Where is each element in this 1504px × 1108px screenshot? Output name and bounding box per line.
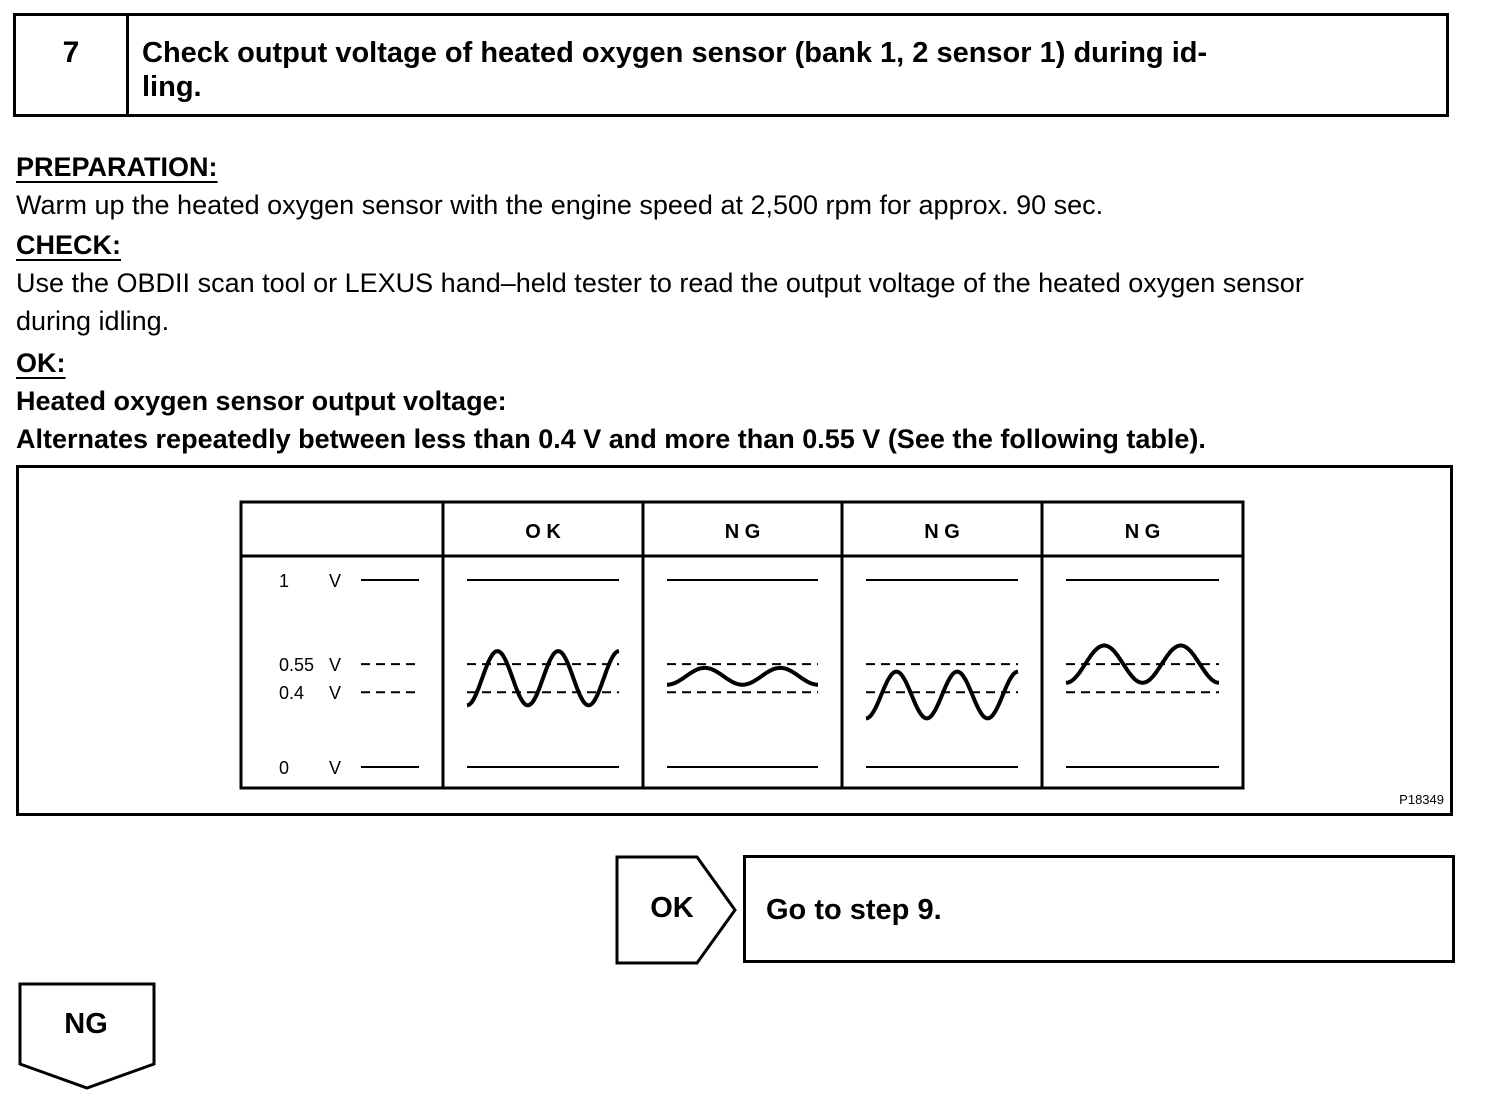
- step-title-line-1: Check output voltage of heated oxygen se…: [142, 37, 1208, 69]
- check-text-line-1: Use the OBDII scan tool or LEXUS hand–he…: [16, 268, 1304, 298]
- step-header: 7 Check output voltage of heated oxygen …: [13, 13, 1449, 117]
- check-heading: CHECK:: [16, 230, 121, 260]
- step-title: Check output voltage of heated oxygen se…: [142, 36, 1432, 104]
- column-header: N G: [924, 521, 960, 543]
- ok-criteria-line-1: Heated oxygen sensor output voltage:: [16, 386, 507, 416]
- ng-result-label: NG: [64, 1008, 108, 1040]
- voltage-label-unit: V: [329, 683, 341, 703]
- ok-result-label: OK: [650, 892, 694, 924]
- voltage-waveform: [667, 665, 818, 687]
- voltage-waveform: [1065, 643, 1220, 685]
- ng-arrow-shape: [18, 982, 156, 1090]
- table-border: [239, 500, 1245, 790]
- voltage-waveform: [466, 649, 620, 708]
- voltage-label-value: 0: [279, 758, 289, 778]
- check-text-line-2: during idling.: [16, 306, 170, 336]
- voltage-label-value: 0.4: [279, 683, 304, 703]
- voltage-label-value: 1: [279, 571, 289, 591]
- figure-code: P18349: [1399, 792, 1444, 807]
- ok-result-box: Go to step 9.: [743, 855, 1455, 963]
- ok-arrow-shape: [615, 855, 737, 965]
- ok-criteria-line-2: Alternates repeatedly between less than …: [16, 424, 1206, 454]
- preparation-heading: PREPARATION:: [16, 152, 218, 182]
- check-section: CHECK: Use the OBDII scan tool or LEXUS …: [16, 226, 1304, 340]
- step-number: 7: [16, 16, 129, 114]
- ok-heading: OK:: [16, 348, 66, 378]
- ok-criteria-section: OK: Heated oxygen sensor output voltage:…: [16, 344, 1206, 458]
- column-header: N G: [725, 521, 761, 543]
- column-header: N G: [1125, 521, 1161, 543]
- voltage-label-unit: V: [329, 571, 341, 591]
- voltage-waveform: [865, 669, 1019, 721]
- voltage-label-unit: V: [329, 758, 341, 778]
- step-title-line-2: ling.: [142, 71, 202, 103]
- voltage-label-unit: V: [329, 655, 341, 675]
- column-header: O K: [525, 521, 561, 543]
- preparation-section: PREPARATION: Warm up the heated oxygen s…: [16, 148, 1103, 224]
- ok-result-text: Go to step 9.: [766, 894, 942, 926]
- voltage-label-value: 0.55: [279, 655, 314, 675]
- preparation-text: Warm up the heated oxygen sensor with th…: [16, 190, 1104, 220]
